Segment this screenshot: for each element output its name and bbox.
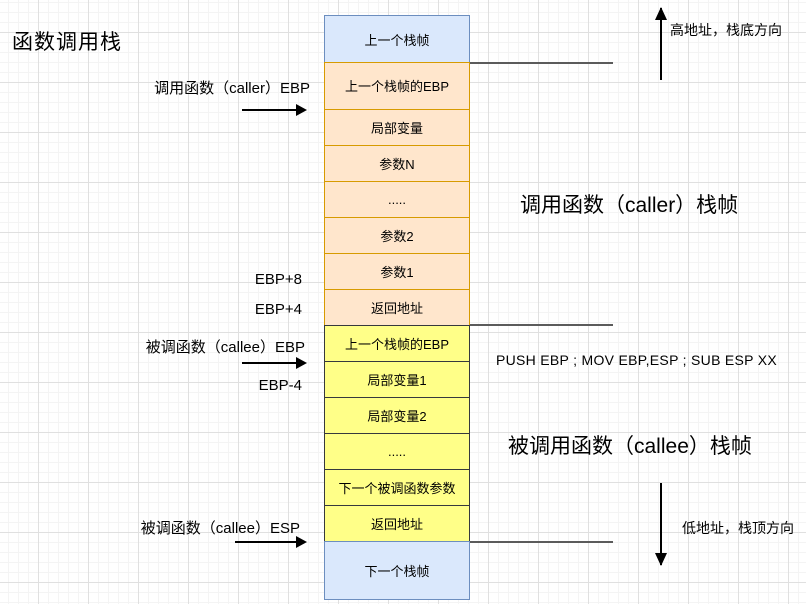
- callee-frame-label: 被调用函数（callee）栈帧: [508, 435, 752, 458]
- stack-cell-ellipsis-caller: .....: [324, 180, 470, 218]
- caller-frame-label: 调用函数（caller）栈帧: [520, 194, 739, 217]
- stack-cell-ellipsis-callee: .....: [324, 432, 470, 470]
- stack-cell-next-call-params: 下一个被调函数参数: [324, 468, 470, 506]
- frame-boundary-top: [470, 62, 613, 64]
- ebp-plus-4-label: EBP+4: [254, 301, 302, 318]
- callee-ebp-arrow-icon: [242, 356, 307, 369]
- stack-cell-local-vars: 局部变量: [324, 108, 470, 146]
- stack-cell-saved-ebp: 上一个栈帧的EBP: [324, 324, 470, 362]
- stack-cell-next-frame: 下一个栈帧: [324, 540, 470, 600]
- asm-prologue-note: PUSH EBP ; MOV EBP,ESP ; SUB ESP XX: [496, 352, 778, 368]
- stack-cell-prev-frame: 上一个栈帧: [324, 15, 470, 63]
- low-address-label: 低地址，栈顶方向: [682, 520, 794, 536]
- ebp-plus-8-label: EBP+8: [254, 271, 302, 288]
- callee-ebp-label: 被调函数（callee）EBP: [145, 339, 305, 356]
- stack-bottom-direction-arrow-icon: [655, 7, 667, 80]
- frame-boundary-middle: [470, 324, 613, 326]
- stack-top-direction-arrow-icon: [655, 483, 667, 566]
- stack-cell-return-address-caller: 返回地址: [324, 288, 470, 326]
- stack-cell-local-var-2: 局部变量2: [324, 396, 470, 434]
- page-title: 函数调用栈: [12, 31, 122, 54]
- stack-cell-param-n: 参数N: [324, 144, 470, 182]
- stack-column: 上一个栈帧 上一个栈帧的EBP 局部变量 参数N ..... 参数2 参数1 返…: [324, 15, 470, 600]
- high-address-label: 高地址，栈底方向: [670, 22, 782, 38]
- caller-ebp-label: 调用函数（caller）EBP: [154, 80, 310, 97]
- frame-boundary-bottom: [470, 541, 613, 543]
- callee-esp-label: 被调函数（callee）ESP: [140, 520, 300, 537]
- stack-cell-local-var-1: 局部变量1: [324, 360, 470, 398]
- callee-esp-arrow-icon: [235, 535, 307, 548]
- caller-ebp-arrow-icon: [242, 103, 307, 116]
- ebp-minus-4-label: EBP-4: [258, 377, 302, 394]
- stack-cell-param-2: 参数2: [324, 216, 470, 254]
- stack-cell-prev-frame-ebp: 上一个栈帧的EBP: [324, 61, 470, 110]
- stack-cell-param-1: 参数1: [324, 252, 470, 290]
- stack-cell-return-address-callee: 返回地址: [324, 504, 470, 542]
